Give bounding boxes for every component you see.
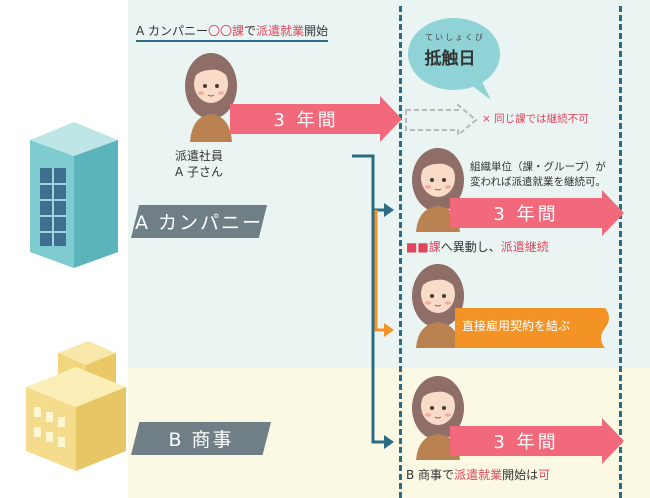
- bubble-text: 抵触日: [424, 49, 476, 69]
- period-arrow-mid: [450, 190, 624, 236]
- period-arrow-bottom: [450, 418, 624, 464]
- worker-label: 派遣社員 A 子さん: [175, 149, 224, 179]
- company-b-note: B 商事で派遣就業開始は可: [406, 468, 551, 482]
- worker-avatar-direct: [412, 264, 464, 348]
- connector-lines: [352, 154, 394, 449]
- period-label-mid: 3 年間: [493, 204, 559, 225]
- building-b-illustration: [26, 341, 126, 471]
- same-dept-note: × 同じ課では継続不可: [482, 113, 589, 125]
- worker-avatar-transfer: [412, 148, 464, 232]
- direct-hire-label: 直接雇用契約を結ぶ: [462, 319, 571, 333]
- blocked-arrow: [405, 104, 478, 136]
- period-arrow-top: [230, 96, 402, 142]
- dashed-line-left: [399, 6, 402, 498]
- period-label-bottom: 3 年間: [493, 432, 559, 453]
- company-b-label: B 商事: [131, 422, 271, 455]
- direct-hire-band: [455, 308, 609, 348]
- worker-avatar: [185, 53, 237, 142]
- speech-bubble: [408, 18, 500, 100]
- worker-avatar-company-b: [412, 376, 464, 460]
- transfer-note: ■■課へ異動し、派遣継続: [406, 240, 549, 254]
- company-a-label: A カンパニー: [131, 205, 267, 238]
- building-a-illustration: [30, 122, 118, 268]
- dashed-line-right: [619, 6, 622, 498]
- group-note: 組織単位（課・グループ）が 変われば派遣就業を継続可。: [470, 161, 606, 188]
- diagram-title: A カンパニー〇〇課で派遣就業開始: [136, 22, 329, 42]
- period-label-top: 3 年間: [273, 110, 339, 131]
- bubble-ruby: ていしょくび: [425, 33, 485, 42]
